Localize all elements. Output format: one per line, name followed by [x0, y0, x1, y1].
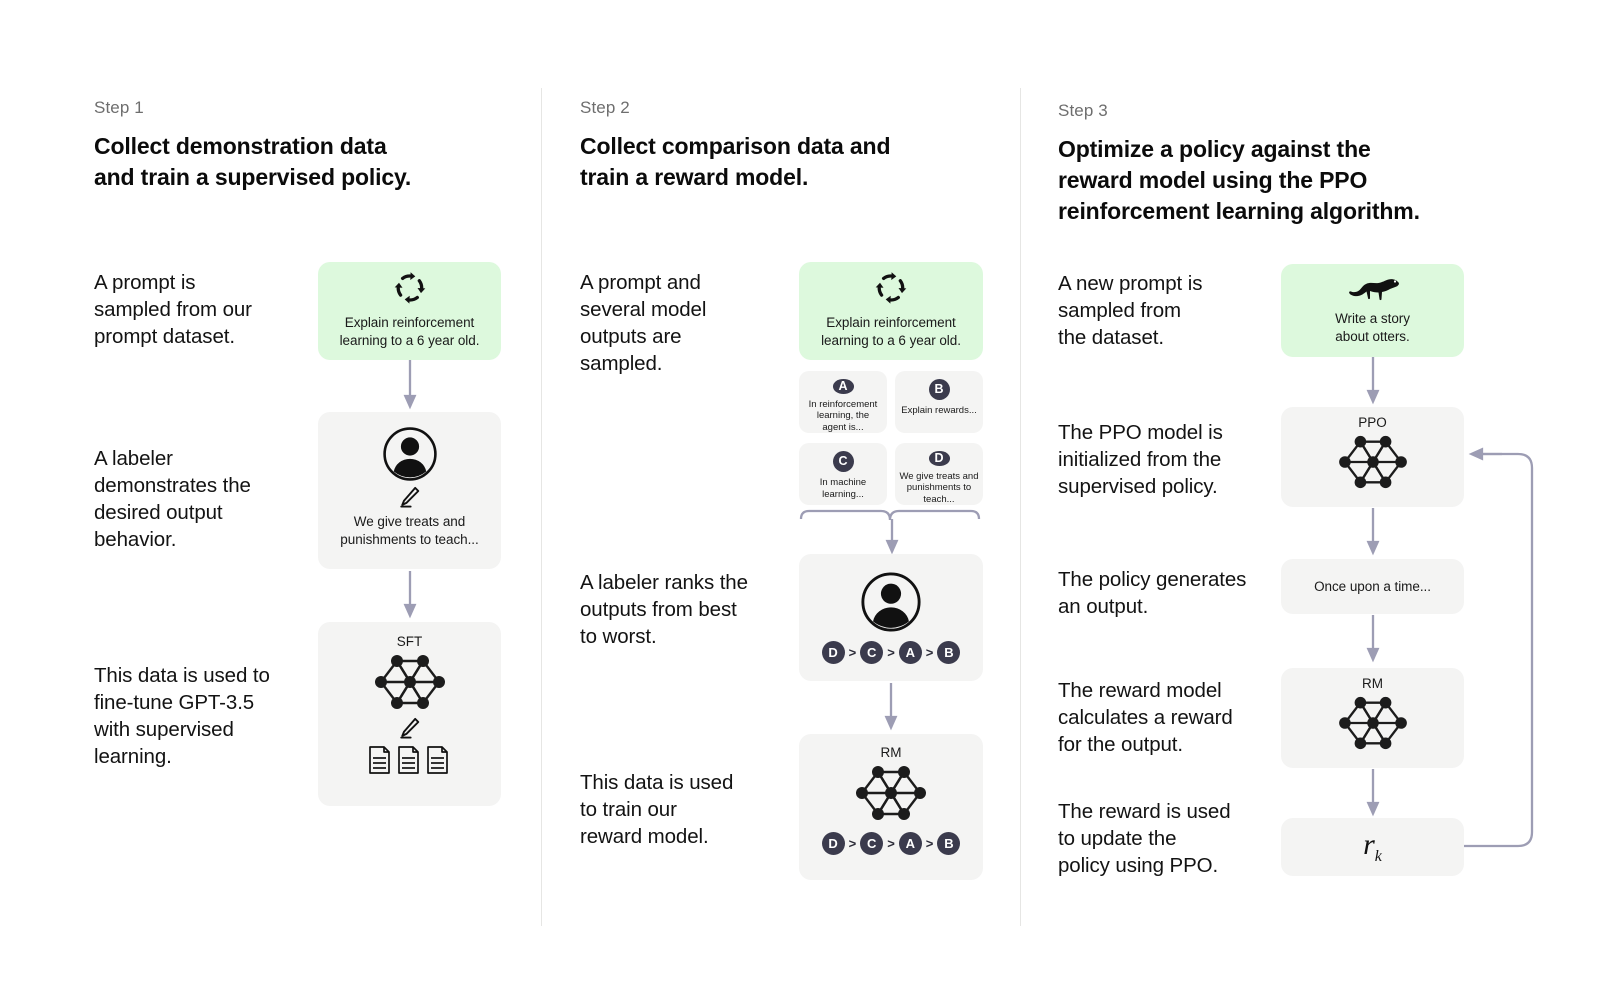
step-1-desc-2: A labeler demonstrates the desired outpu…	[94, 447, 251, 551]
step-1-desc-1: A prompt is sampled from our prompt data…	[94, 271, 252, 348]
otter-icon	[1348, 279, 1399, 301]
reward-symbol-base: r	[1363, 827, 1375, 861]
step-3-ppo-caption: PPO	[1358, 415, 1387, 430]
neural-network-icon	[856, 766, 926, 820]
step-3-prompt-box[interactable]: Write a story about otters.	[1281, 264, 1464, 357]
step-3-arrow-3	[1366, 615, 1380, 663]
step-1-sft-box[interactable]: SFT	[318, 622, 501, 806]
step-3-desc-2: The PPO model is initialized from the su…	[1058, 421, 1223, 498]
column-divider-2	[1020, 88, 1021, 926]
rank-badge-3: A	[898, 641, 922, 664]
reward-symbol: rk	[1363, 827, 1382, 865]
rm-rank-badge-3: A	[898, 832, 922, 855]
option-card-a[interactable]: A In reinforcement learning, the agent i…	[799, 371, 887, 433]
step-3-reward-box[interactable]: rk	[1281, 818, 1464, 876]
rm-rank-badge-4: B	[937, 832, 961, 855]
pencil-icon	[399, 486, 419, 508]
step-3-rm-box[interactable]: RM	[1281, 668, 1464, 768]
step-1-label: Step 1	[94, 98, 144, 117]
rm-rank-sep-3: >	[925, 836, 934, 851]
step-2-label: Step 2	[580, 98, 630, 117]
refresh-cycle-icon	[875, 271, 907, 304]
option-badge-d: D	[928, 451, 950, 466]
step-3-arrow-2	[1366, 508, 1380, 556]
step-3-label: Step 3	[1058, 101, 1108, 120]
column-divider-1	[541, 88, 542, 926]
step-3-arrow-4	[1366, 769, 1380, 817]
rank-sep-3: >	[925, 645, 934, 660]
step-2-desc-1: A prompt and several model outputs are s…	[580, 271, 707, 375]
step-3-desc-5: The reward is used to update the policy …	[1058, 800, 1231, 877]
rm-rank-sep-1: >	[848, 836, 857, 851]
step-2-brace-arrow	[799, 509, 981, 555]
step-2-desc-2: A labeler ranks the outputs from best to…	[580, 571, 748, 648]
reward-symbol-sub: k	[1374, 847, 1382, 865]
step-2-prompt-text: Explain reinforcement learning to a 6 ye…	[821, 314, 961, 348]
option-text-c: In machine learning...	[819, 477, 867, 500]
step-3-desc-3: The policy generates an output.	[1058, 568, 1247, 618]
step-2-arrow-2	[884, 683, 898, 731]
option-text-a: In reinforcement learning, the agent is.…	[808, 398, 878, 433]
neural-network-icon	[1338, 696, 1407, 750]
step-3-desc-4: The reward model calculates a reward for…	[1058, 679, 1233, 756]
rank-sep-2: >	[887, 645, 895, 660]
person-circle-icon	[382, 427, 437, 481]
rank-badge-2: C	[860, 641, 884, 664]
step-1-arrow-2	[403, 571, 417, 619]
step-1-prompt-text: Explain reinforcement learning to a 6 ye…	[339, 314, 480, 348]
step-3-desc-1: A new prompt is sampled from the dataset…	[1058, 272, 1203, 349]
option-badge-b: B	[928, 379, 950, 400]
step-1-prompt-box[interactable]: Explain reinforcement learning to a 6 ye…	[318, 262, 501, 360]
pencil-icon	[399, 717, 419, 739]
step-3-output-text: Once upon a time...	[1314, 578, 1431, 594]
option-card-c[interactable]: C In machine learning...	[799, 443, 887, 505]
option-text-d: We give treats and punishments to teach.…	[899, 470, 979, 505]
rm-rank-badge-1: D	[821, 832, 845, 855]
option-card-d[interactable]: D We give treats and punishments to teac…	[895, 443, 983, 505]
step-3-output-box[interactable]: Once upon a time...	[1281, 559, 1464, 614]
step-1-sft-caption: SFT	[396, 634, 423, 649]
step-1-labeler-text: We give treats and punishments to teach.…	[340, 514, 479, 547]
rank-badge-4: B	[937, 641, 961, 664]
refresh-cycle-icon	[394, 271, 425, 304]
step-2-prompt-box[interactable]: Explain reinforcement learning to a 6 ye…	[799, 262, 983, 360]
step-3-ppo-box[interactable]: PPO	[1281, 407, 1464, 507]
rank-badge-1: D	[821, 641, 845, 664]
step-1-title: Collect demonstration data and train a s…	[94, 133, 412, 190]
step-2-ranking-box[interactable]: D > C > A > B	[799, 554, 983, 681]
neural-network-icon	[1338, 435, 1407, 489]
rank-sep-1: >	[848, 645, 857, 660]
option-badge-c: C	[832, 451, 854, 472]
step-3-rm-caption: RM	[1362, 676, 1383, 691]
person-circle-icon	[861, 572, 921, 632]
option-text-b: Explain rewards...	[901, 405, 977, 416]
step-2-desc-3: This data is used to train our reward mo…	[580, 771, 734, 848]
step-1-desc-3: This data is used to fine-tune GPT-3.5 w…	[94, 664, 270, 768]
documents-icon	[368, 746, 448, 774]
step-3-prompt-text: Write a story about otters.	[1335, 311, 1410, 344]
step-2-rm-box[interactable]: RM D >	[799, 734, 983, 880]
update-loop-arrow	[1464, 447, 1534, 848]
option-badge-a: A	[832, 379, 854, 394]
rm-rank-sep-2: >	[887, 836, 895, 851]
step-1-labeler-box[interactable]: We give treats and punishments to teach.…	[318, 412, 501, 569]
neural-network-icon	[374, 655, 445, 709]
step-3-title: Optimize a policy against the reward mod…	[1058, 136, 1420, 224]
option-card-b[interactable]: B Explain rewards...	[895, 371, 983, 433]
step-2-title: Collect comparison data and train a rewa…	[580, 133, 891, 190]
rm-rank-badge-2: C	[860, 832, 884, 855]
step-2-rm-ranking-row: D > C > A > B	[821, 832, 961, 855]
step-2-ranking-row: D > C > A > B	[821, 641, 961, 664]
step-3-arrow-1	[1366, 357, 1380, 405]
step-1-arrow-1	[403, 360, 417, 410]
step-2-rm-caption: RM	[880, 745, 902, 760]
